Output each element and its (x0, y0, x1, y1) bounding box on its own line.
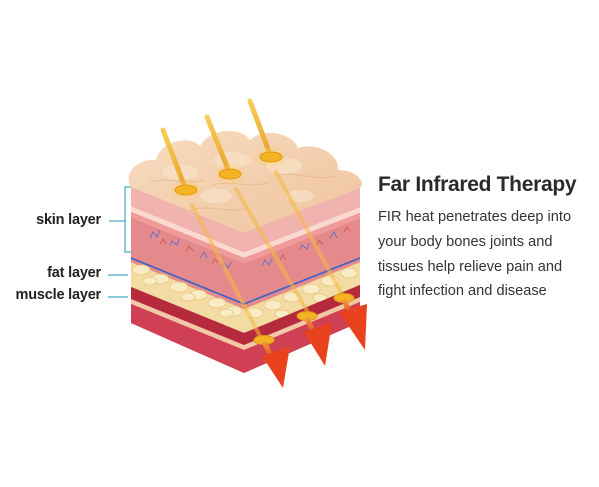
description-line: fight infection and disease (378, 283, 547, 300)
fat-layer-label: fat layer (47, 265, 101, 281)
arrow-2 (296, 311, 332, 366)
description-line: tissues help relieve pain and (378, 258, 563, 275)
description-line: your body bones joints and (378, 233, 553, 250)
ray-3 (247, 98, 288, 168)
arrow-1 (253, 335, 290, 388)
ray-1 (160, 127, 203, 201)
muscle-layer-label: muscle layer (15, 287, 102, 303)
arrow-3 (333, 293, 367, 350)
leader-lines (108, 186, 132, 298)
ray-2 (204, 114, 247, 185)
incoming-infrared-rays (160, 98, 346, 342)
therapy-title: Far Infrared Therapy (378, 173, 577, 196)
skin-leader-bracket (124, 186, 132, 253)
penetrating-heat-arrows (253, 293, 367, 388)
skin-layer-label: skin layer (36, 212, 101, 228)
description-line: FIR heat penetrates deep into (378, 209, 572, 225)
therapy-description: FIR heat penetrates deep into your body … (378, 205, 596, 304)
cube-left-face (130, 187, 245, 373)
